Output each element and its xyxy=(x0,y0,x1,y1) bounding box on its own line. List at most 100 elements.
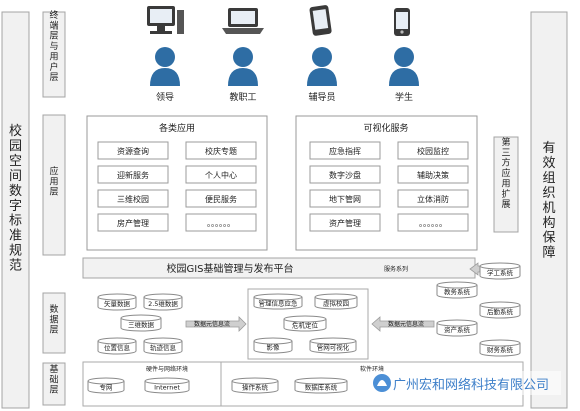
viz-cell-label-8: 。。。。。。 xyxy=(419,219,447,228)
data-center-image-top xyxy=(253,337,293,345)
apps-panel-title: 各类应用 xyxy=(159,122,195,134)
data-right-student-label: 学工系统 xyxy=(487,268,514,277)
data-center-virtual-top xyxy=(314,293,358,301)
data-left-25d-label: 2.5维数据 xyxy=(148,299,178,308)
sw-database-label: 数据库系统 xyxy=(305,383,338,392)
data-flow-arrow-right xyxy=(371,316,435,332)
watermark-logo-icon xyxy=(373,374,391,392)
data-center-pipe-top xyxy=(309,337,357,345)
data-center-locate-top xyxy=(283,315,327,323)
apps-cell-label-3: 迎新服务 xyxy=(117,170,149,180)
data-center-virtual-label: 虚拟校园 xyxy=(323,299,349,308)
data-right-logistics-top xyxy=(479,301,521,309)
user-label-student: 学生 xyxy=(395,91,413,103)
user-label-counselor: 辅导员 xyxy=(308,91,335,103)
tablet-icon xyxy=(309,5,332,36)
third-party-box xyxy=(493,136,519,233)
apps-cell-2 xyxy=(185,141,257,160)
user-person-icon-4 xyxy=(389,47,419,86)
data-right-asset-body xyxy=(436,323,478,337)
data-right-finance-label: 财务系统 xyxy=(487,345,514,354)
sw-os-top xyxy=(231,377,279,385)
viz-panel-title: 可视化服务 xyxy=(363,122,408,134)
hw-private-net-label: 专网 xyxy=(100,383,113,392)
phone-icon xyxy=(394,8,410,36)
apps-panel-items: 资源查询校庆专题迎新服务个人中心三维校园便民服务房产管理。。。。。。 xyxy=(97,141,257,232)
data-left-trajectory-top xyxy=(143,337,183,345)
sw-database-top xyxy=(294,377,348,385)
service-label: 服务系列 xyxy=(384,265,408,273)
data-center-pipe-label: 管网可视化 xyxy=(317,343,350,352)
viz-cell-label-3: 数字沙盘 xyxy=(329,170,361,180)
watermark-backdrop xyxy=(371,371,561,395)
viz-cell-7 xyxy=(309,213,381,232)
viz-panel-items: 应急指挥校园监控数字沙盘辅助决策地下管网立体消防资产管理。。。。。。 xyxy=(309,141,469,232)
data-right-finance-top xyxy=(479,339,521,347)
base-layer-label: 基础层 xyxy=(49,363,58,396)
data-left-3d-body xyxy=(120,318,162,332)
data-left-3d-top xyxy=(120,314,162,322)
data-center-mgmt-top xyxy=(253,293,303,301)
gis-platform-label: 校园GIS基础管理与发布平台 xyxy=(166,262,293,275)
left-column-label: 校园空间数字标准规范 xyxy=(9,123,22,274)
data-left-vector-body xyxy=(97,297,137,311)
user-person-icon-1 xyxy=(150,47,180,86)
hw-private-net-top xyxy=(87,377,125,385)
apps-cell-label-5: 三维校园 xyxy=(117,194,149,204)
data-right-student-top xyxy=(479,262,521,270)
apps-cell-label-1: 资源查询 xyxy=(117,146,149,156)
data-center-mgmt-label: 管理信息应急 xyxy=(259,299,299,308)
viz-cell-label-2: 校园监控 xyxy=(417,146,449,156)
viz-cell-8 xyxy=(397,213,469,232)
terminal-layer-label: 终端层与用户层 xyxy=(49,9,58,83)
data-left-3d-label: 三维数据 xyxy=(128,320,155,329)
data-left-25d-body xyxy=(143,297,183,311)
apps-cell-6 xyxy=(185,189,257,208)
data-left-position-top xyxy=(97,337,137,345)
data-right-student-body xyxy=(479,266,521,280)
third-party-label: 第三方应用扩展 xyxy=(501,136,510,210)
data-right-logistics-body xyxy=(479,305,521,319)
data-flow-label-left: 数据元信息流 xyxy=(194,320,230,328)
viz-cell-3 xyxy=(309,165,381,184)
data-left-position-body xyxy=(97,341,137,355)
viz-cell-2 xyxy=(397,141,469,160)
data-left-vector-label: 矢量数据 xyxy=(104,299,131,308)
data-layer-label: 数据层 xyxy=(49,303,58,336)
viz-cell-6 xyxy=(397,189,469,208)
viz-cell-label-7: 资产管理 xyxy=(329,218,361,228)
users-row: 领导 教职工 辅导员 学生 xyxy=(147,5,419,103)
laptop-icon xyxy=(222,8,264,34)
apps-cell-8 xyxy=(185,213,257,232)
viz-cell-1 xyxy=(309,141,381,160)
desktop-computer-icon xyxy=(147,6,184,34)
apps-cell-label-6: 便民服务 xyxy=(205,194,237,204)
apps-cell-label-4: 个人中心 xyxy=(205,170,237,180)
hardware-env-title: 硬件与网络环境 xyxy=(146,365,188,373)
application-layer-label: 应用层 xyxy=(49,165,58,198)
user-person-icon-3 xyxy=(307,47,337,86)
apps-cell-label-8: 。。。。。。 xyxy=(207,219,235,228)
user-label-leader: 领导 xyxy=(156,91,174,103)
data-right-finance-body xyxy=(479,343,521,357)
data-flow-label-right: 数据元信息流 xyxy=(388,320,424,328)
hw-internet-top xyxy=(144,377,190,385)
apps-cell-5 xyxy=(97,189,169,208)
data-right-academic-body xyxy=(436,285,478,299)
apps-cell-7 xyxy=(97,213,169,232)
apps-cell-3 xyxy=(97,165,169,184)
software-items: 操作系统数据库系统 xyxy=(231,377,348,394)
apps-cell-label-2: 校庆专题 xyxy=(205,146,237,156)
viz-cell-5 xyxy=(309,189,381,208)
data-center-image-label: 影像 xyxy=(267,343,281,352)
software-env-title: 软件环境 xyxy=(360,365,384,373)
data-right-academic-label: 教务系统 xyxy=(444,287,471,296)
data-left-25d-top xyxy=(143,293,183,301)
data-layer-box xyxy=(42,292,66,354)
application-layer-box xyxy=(42,114,66,256)
data-left-position-label: 位置信息 xyxy=(104,343,131,352)
apps-cell-1 xyxy=(97,141,169,160)
data-left-vector-top xyxy=(97,293,137,301)
